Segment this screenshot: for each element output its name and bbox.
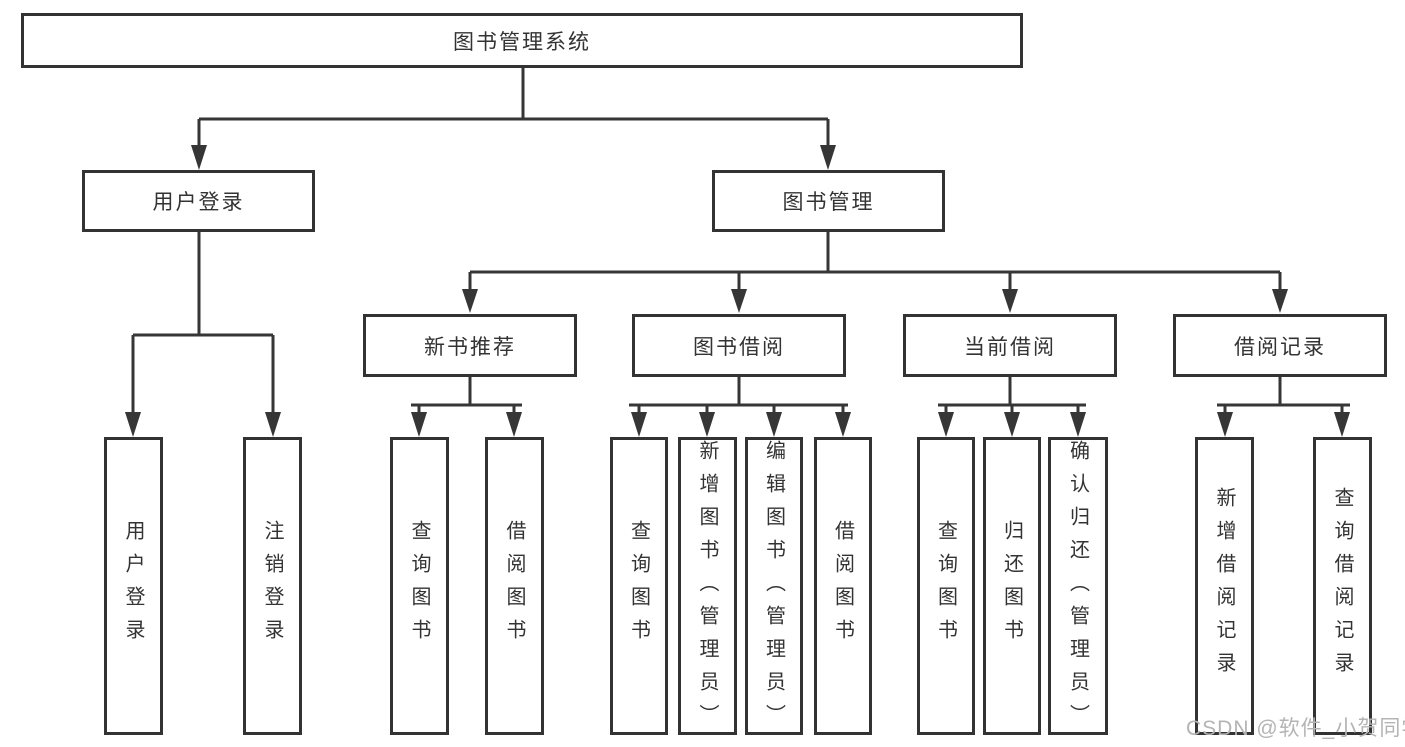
arrowheads (125, 145, 1350, 437)
leaf-borrow-edit: 编辑图书（管理员） (745, 437, 803, 737)
arrowhead-icon (462, 289, 478, 313)
arrowhead-icon (631, 412, 647, 437)
leaf-borrow-query: 查询图书 (610, 437, 668, 735)
leaf-current-return: 归还图书 (983, 437, 1041, 735)
leaf-newbooks-query: 查询图书 (390, 437, 449, 735)
arrowhead-icon (125, 412, 141, 437)
leaf-records-add: 新增借阅记录 (1195, 437, 1254, 735)
node-current-borrow: 当前借阅 (903, 314, 1117, 377)
connector-newbooks-to-leaves (411, 377, 522, 416)
leaf-records-query: 查询借阅记录 (1313, 437, 1372, 735)
arrowhead-icon (1217, 412, 1233, 437)
leaf-user-login: 用户登录 (104, 437, 163, 735)
leaf-borrow-borrow: 借阅图书 (814, 437, 872, 735)
arrowhead-icon (265, 412, 281, 437)
connector-bookborrow-to-leaves (629, 377, 848, 416)
csdn-watermark: CSDN @软件_小贺同学 (1186, 717, 1405, 740)
connector-records-to-leaves (1217, 377, 1350, 416)
leaf-borrow-add: 新增图书（管理员） (678, 437, 737, 737)
arrowhead-icon (1070, 412, 1086, 437)
arrowhead-icon (820, 145, 836, 170)
leaf-newbooks-borrow: 借阅图书 (485, 437, 544, 735)
node-book-borrow: 图书借阅 (632, 314, 846, 377)
node-new-books: 新书推荐 (363, 314, 577, 377)
node-borrow-records: 借阅记录 (1173, 314, 1387, 377)
connector-currentborrow-to-leaves (938, 377, 1086, 416)
connector-root-to-level2 (197, 68, 830, 150)
arrowhead-icon (766, 412, 782, 437)
leaf-logout: 注销登录 (243, 437, 302, 735)
leaf-current-query: 查询图书 (917, 437, 975, 735)
arrowhead-icon (1002, 289, 1018, 313)
arrowhead-icon (191, 145, 207, 170)
arrowhead-icon (1004, 412, 1020, 437)
node-root: 图书管理系统 (21, 13, 1023, 68)
arrowhead-icon (1334, 412, 1350, 437)
node-user-login: 用户登录 (82, 170, 315, 232)
arrowhead-icon (938, 412, 954, 437)
arrowhead-icon (506, 412, 522, 437)
connector-bookmgmt-to-level3 (468, 232, 1282, 294)
arrowhead-icon (699, 412, 715, 437)
arrowhead-icon (835, 412, 851, 437)
node-book-mgmt: 图书管理 (712, 170, 945, 232)
connector-userlogin-to-leaves (131, 232, 275, 416)
arrowhead-icon (1272, 289, 1288, 313)
connector-paths (131, 68, 1350, 416)
arrowhead-icon (731, 289, 747, 313)
leaf-current-confirm: 确认归还（管理员） (1048, 437, 1108, 737)
arrowhead-icon (411, 412, 427, 437)
